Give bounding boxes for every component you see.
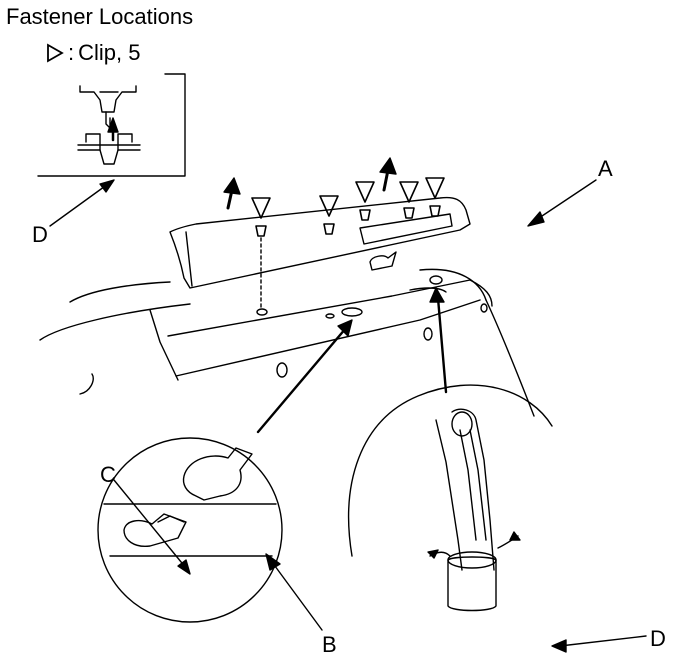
up-arrow-1 bbox=[223, 177, 241, 195]
legend-label: Clip, 5 bbox=[78, 40, 141, 65]
inset-frame bbox=[37, 73, 186, 177]
callout-d-top: D bbox=[32, 222, 48, 247]
leader-d-bottom bbox=[559, 635, 647, 647]
detail-circle-left bbox=[97, 437, 283, 623]
callout-c: C bbox=[100, 462, 116, 487]
leader-a bbox=[535, 179, 597, 221]
callout-b: B bbox=[322, 632, 337, 657]
up-arrow-2 bbox=[379, 157, 397, 175]
leader-to-harness bbox=[436, 296, 448, 394]
page-title: Fastener Locations bbox=[6, 4, 194, 29]
leader-b bbox=[271, 561, 323, 631]
leader-d-top bbox=[49, 183, 109, 227]
leader-c bbox=[113, 479, 187, 569]
callout-a: A bbox=[598, 156, 613, 181]
legend: : Clip, 5 bbox=[46, 40, 140, 66]
legend-separator: : bbox=[68, 40, 75, 65]
vehicle-body bbox=[39, 268, 535, 417]
leader-to-clip bbox=[256, 326, 348, 434]
right-detail-parts bbox=[427, 408, 521, 612]
left-detail-parts bbox=[103, 447, 277, 557]
detail-circle-right bbox=[347, 384, 553, 557]
spoiler bbox=[169, 196, 471, 289]
clip-markers bbox=[251, 177, 445, 237]
callout-d-bottom: D bbox=[650, 626, 666, 651]
triangle-outline-icon bbox=[47, 43, 64, 63]
clip-detail bbox=[77, 85, 141, 165]
